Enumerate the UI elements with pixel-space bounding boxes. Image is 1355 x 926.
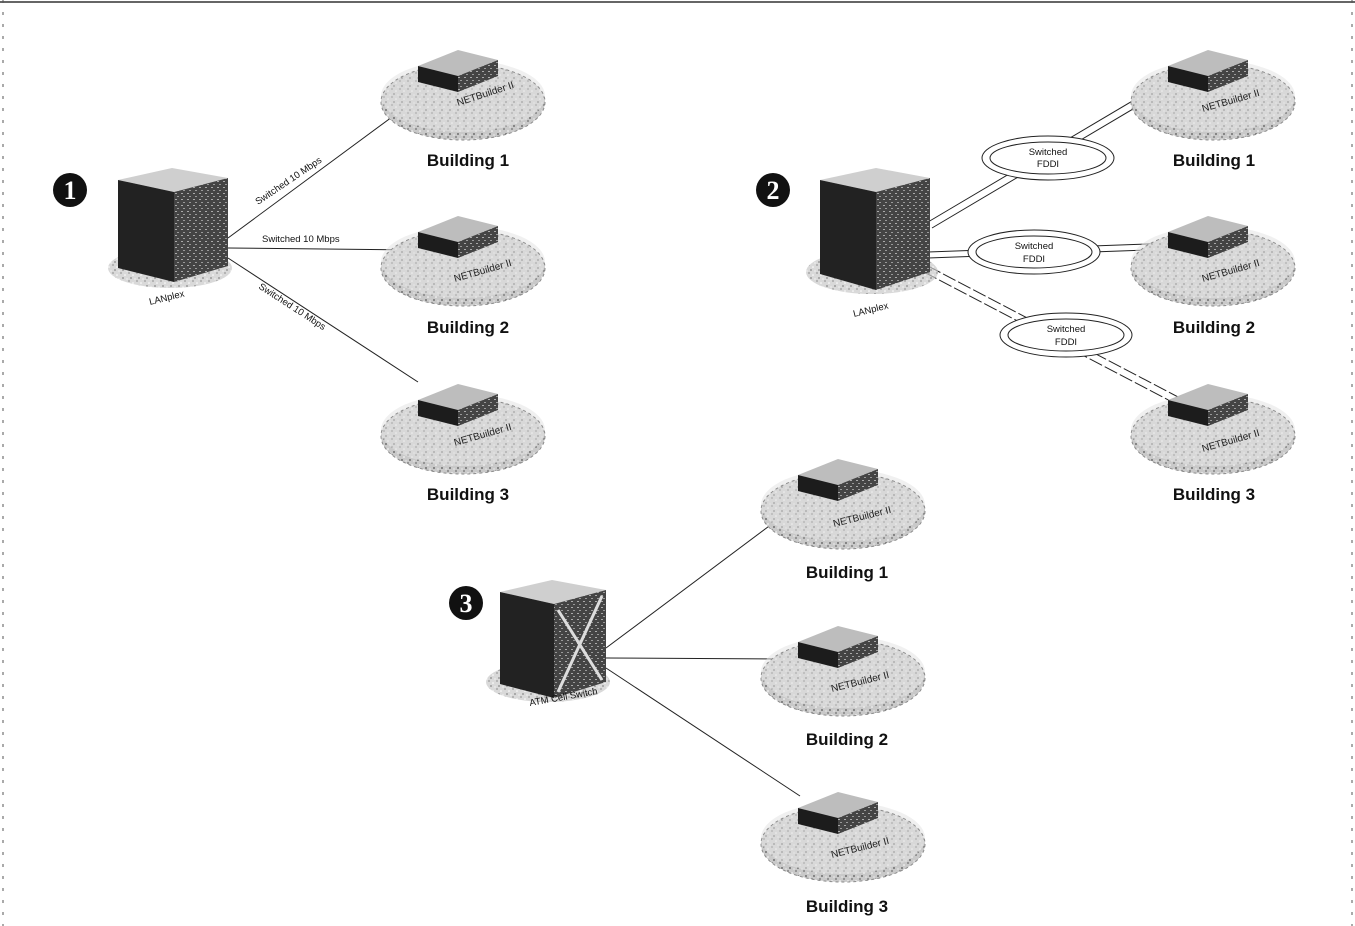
scenario-2: Switched FDDI Switched FDDI Switched FDD… xyxy=(756,50,1295,504)
building-3-label: Building 3 xyxy=(806,897,888,916)
link-3-building-1 xyxy=(606,506,796,648)
building-2-label: Building 2 xyxy=(427,318,509,337)
building-2-router-icon xyxy=(381,216,545,306)
link-1-building-2 xyxy=(228,248,412,250)
step-3-number: 3 xyxy=(460,589,473,618)
building-1-label: Building 1 xyxy=(427,151,509,170)
fddi-ring-2: Switched FDDI xyxy=(968,230,1100,274)
lanplex-device-icon xyxy=(108,168,232,288)
building-1-label: Building 1 xyxy=(1173,151,1255,170)
building-1-router-icon xyxy=(1131,50,1295,140)
svg-text:Switched: Switched xyxy=(1047,324,1086,335)
link-label: Switched 10 Mbps xyxy=(256,281,327,333)
fddi-ring-1: Switched FDDI xyxy=(982,136,1114,180)
building-2-router-icon xyxy=(1131,216,1295,306)
scenario-3: 3 ATM Cell Switch NETBuilder II Building… xyxy=(449,459,925,916)
link-3-building-2 xyxy=(606,658,793,659)
link-label: Switched 10 Mbps xyxy=(254,155,325,208)
building-1-router-icon xyxy=(761,459,925,549)
svg-text:FDDI: FDDI xyxy=(1055,337,1077,348)
building-2-label: Building 2 xyxy=(1173,318,1255,337)
building-3-router-icon xyxy=(381,384,545,474)
svg-text:Switched: Switched xyxy=(1029,147,1068,158)
building-3-router-icon xyxy=(1131,384,1295,474)
step-2-number: 2 xyxy=(767,176,780,205)
building-2-label: Building 2 xyxy=(806,730,888,749)
link-1-building-1 xyxy=(228,100,415,238)
building-3-label: Building 3 xyxy=(427,485,509,504)
building-3-router-icon xyxy=(761,792,925,882)
link-label: Switched 10 Mbps xyxy=(262,234,340,245)
lanplex-label: LANplex xyxy=(852,300,890,319)
building-1-label: Building 1 xyxy=(806,563,888,582)
atm-switch-device-icon xyxy=(486,580,610,702)
svg-text:Switched: Switched xyxy=(1015,241,1054,252)
building-3-label: Building 3 xyxy=(1173,485,1255,504)
lanplex-label: LANplex xyxy=(148,288,186,307)
scenario-1: Switched 10 Mbps Switched 10 Mbps Switch… xyxy=(53,50,545,504)
svg-text:FDDI: FDDI xyxy=(1037,159,1059,170)
fddi-ring-3: Switched FDDI xyxy=(1000,313,1132,357)
building-2-router-icon xyxy=(761,626,925,716)
step-1-number: 1 xyxy=(64,176,77,205)
lanplex-device-icon xyxy=(806,168,938,294)
svg-text:FDDI: FDDI xyxy=(1023,254,1045,265)
